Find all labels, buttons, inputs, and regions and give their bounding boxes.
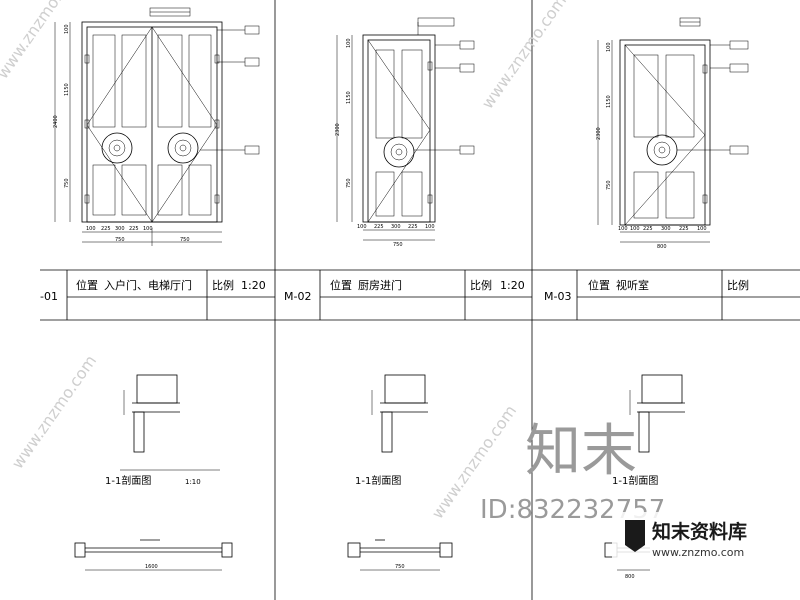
watermark-site-text: www.znzmo.com: [0, 0, 85, 82]
dim-height-total: 2300: [596, 127, 602, 140]
dim-bottom-3: 225: [643, 226, 653, 232]
dim-bottom-1: 100: [618, 226, 628, 232]
plan-width: 800: [625, 574, 635, 580]
dim-left-1: 100: [64, 24, 70, 34]
plan-width: 1600: [145, 564, 158, 570]
scale-label: 比例: [470, 278, 492, 292]
dim-bottom-3: 300: [391, 224, 401, 230]
sheet-frame: [40, 0, 800, 600]
logo-mark-icon: [625, 520, 645, 552]
watermark-site-text: www.znzmo.com: [478, 0, 571, 112]
watermark-site-text: www.znzmo.com: [8, 351, 101, 472]
logo-url: www.znzmo.com: [652, 546, 744, 559]
location-value: 入户门、电梯厅门: [104, 278, 192, 292]
watermark-brand-text: 知末: [525, 419, 637, 484]
dim-bottom-6: 100: [697, 226, 707, 232]
location-label: 位置: [330, 278, 352, 292]
dim-left-1: 100: [606, 42, 612, 52]
dim-left-1: 100: [346, 38, 352, 48]
dims-m01: 2400 100 1150 750 100 225 300 225 100 75…: [53, 24, 190, 243]
dim-height-total: 2300: [335, 123, 341, 136]
plan-m01: 1600: [74, 539, 233, 571]
dim-left-3: 750: [346, 178, 352, 188]
dim-bottom-1: 100: [357, 224, 367, 230]
plan-width: 750: [395, 564, 405, 570]
location-value: 厨房进门: [358, 278, 402, 292]
dims-m02: 2300 100 1150 750 100 225 300 225 100 75…: [335, 38, 435, 248]
door-elevation-m01: [54, 7, 260, 246]
section-m03: 1-1剖面图: [612, 374, 685, 487]
dim-bottom-2: 225: [101, 226, 111, 232]
dim-bottom-4: 225: [129, 226, 139, 232]
dim-width-2: 750: [180, 237, 190, 243]
dim-width: 800: [657, 244, 667, 250]
door-code: M-03: [544, 290, 571, 303]
scale-value: 1:20: [500, 279, 525, 292]
watermark-layer: www.znzmo.com www.znzmo.com www.znzmo.co…: [0, 0, 665, 525]
dim-bottom-5: 100: [425, 224, 435, 230]
door-code: -01: [40, 290, 58, 303]
door-elevation-m03: [597, 17, 749, 243]
dim-height-total: 2400: [53, 115, 59, 128]
dim-bottom-1: 100: [86, 226, 96, 232]
dim-width-1: 750: [115, 237, 125, 243]
section-m01: 1-1剖面图 1:10: [105, 374, 220, 487]
dim-bottom-2: 225: [374, 224, 384, 230]
scale-value: 1:20: [241, 279, 266, 292]
brand-logo: 知末资料库 www.znzmo.com: [612, 512, 798, 564]
section-title: 1-1剖面图: [105, 474, 151, 487]
logo-title: 知末资料库: [652, 520, 747, 543]
door-code: M-02: [284, 290, 311, 303]
dim-width: 750: [393, 242, 403, 248]
door-elevation-m02: [336, 17, 475, 241]
dim-bottom-4: 300: [661, 226, 671, 232]
dim-left-2: 1150: [346, 91, 352, 104]
location-value: 视听室: [616, 278, 649, 292]
section-scale: 1:10: [185, 478, 201, 486]
dim-left-3: 750: [606, 180, 612, 190]
section-title: 1-1剖面图: [612, 474, 658, 487]
dim-bottom-5: 225: [679, 226, 689, 232]
dim-bottom-4: 225: [408, 224, 418, 230]
location-label: 位置: [588, 278, 610, 292]
dim-left-3: 750: [64, 178, 70, 188]
dim-bottom-3: 300: [115, 226, 125, 232]
scale-label: 比例: [212, 278, 234, 292]
title-block: -01 位置 入户门、电梯厅门 比例 1:20 M-02 位置 厨房进门 比例 …: [40, 270, 800, 320]
dim-bottom-5: 100: [143, 226, 153, 232]
scale-label: 比例: [727, 278, 749, 292]
dim-left-2: 1150: [64, 83, 70, 96]
dims-m03: 2300 100 1150 750 100 100 225 300 225 10…: [596, 42, 707, 250]
location-label: 位置: [76, 278, 98, 292]
section-m02: 1-1剖面图: [355, 374, 428, 487]
section-title: 1-1剖面图: [355, 474, 401, 487]
plan-m02: 750: [347, 539, 453, 571]
dim-bottom-2: 100: [630, 226, 640, 232]
dim-left-2: 1150: [606, 95, 612, 108]
